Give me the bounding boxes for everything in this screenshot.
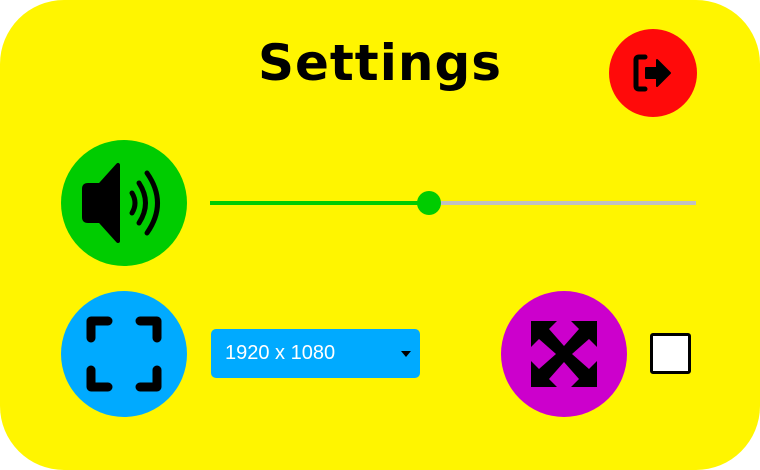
volume-thumb[interactable] [416,191,441,215]
chevron-down-icon [401,351,411,357]
fullscreen-icon [86,316,162,392]
resolution-value: 1920 x 1080 [225,342,336,364]
page-title: Settings [257,34,502,92]
exit-button[interactable] [609,29,697,117]
resolution-select[interactable]: 1920 x 1080 [211,329,420,378]
fullscreen-button[interactable] [61,291,187,417]
volume-icon [82,163,160,243]
volume-track [210,201,696,205]
stretch-icon [531,321,597,387]
volume-button[interactable] [61,140,187,266]
stretch-checkbox[interactable] [650,333,691,374]
stretch-button[interactable] [501,291,627,417]
volume-fill [210,201,429,205]
exit-icon [633,54,671,92]
volume-slider[interactable] [210,191,696,215]
